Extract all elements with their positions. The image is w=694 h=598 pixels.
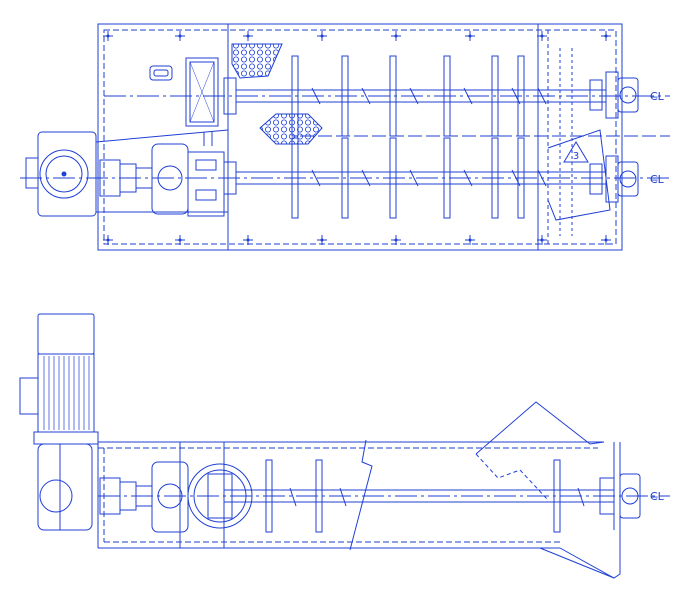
crosshair-mark-icon <box>175 31 185 41</box>
crosshair-mark-icon <box>175 235 185 245</box>
crosshair-mark-icon <box>317 31 327 41</box>
crosshair-mark-icon <box>391 31 401 41</box>
paddle-blade <box>341 55 371 137</box>
paddle-blade <box>291 55 321 137</box>
gearbox-housing-plan <box>151 132 225 217</box>
drive-motor-plan <box>25 129 229 217</box>
inspection-cover-inner <box>189 61 215 123</box>
crosshair-mark-icon <box>465 235 475 245</box>
upper-shaft <box>104 77 670 115</box>
crosshair-mark-icon <box>103 235 113 245</box>
paddles-lower <box>291 137 547 219</box>
end-bearing-lower <box>589 155 639 203</box>
end-bearing-upper <box>589 71 639 119</box>
paddle-blade <box>265 459 297 533</box>
plan-view: 3 C̶L C̶L <box>20 23 670 251</box>
detail-marker-label: 3 <box>573 151 579 162</box>
trough-frame-inner <box>103 29 617 245</box>
paddle-blade <box>389 137 419 219</box>
paddle-blade <box>517 55 547 137</box>
crosshair-mark-icon <box>243 31 253 41</box>
inspection-cover <box>185 57 219 127</box>
paddle-blade <box>389 55 419 137</box>
paddle-blade <box>491 137 521 219</box>
paddle-blade <box>517 137 547 219</box>
outlet-chute-side <box>559 530 621 579</box>
crosshair-mark-icon <box>465 31 475 41</box>
crosshair-mark-icon <box>601 235 611 245</box>
trough-frame-outer <box>97 23 623 251</box>
centerline-symbol-icon: C̶L <box>650 173 665 186</box>
drive-motor-side <box>19 313 99 531</box>
paddles-upper <box>291 55 547 137</box>
crosshair-mark-icon <box>537 235 547 245</box>
paddle-blade <box>443 55 473 137</box>
inlet-hopper <box>475 401 605 455</box>
screen-mesh-center <box>259 113 323 145</box>
end-bearing-side <box>599 473 641 519</box>
crosshair-mark-icon <box>601 31 611 41</box>
outlet-chute-plan <box>547 129 611 221</box>
paddle-blade <box>341 137 371 219</box>
paddle-blade <box>291 137 321 219</box>
lower-shaft <box>20 161 670 195</box>
lifting-handle-inner <box>153 69 169 77</box>
crosshair-mark-icon <box>103 31 113 41</box>
crosshair-mark-icon <box>391 235 401 245</box>
paddle-blade <box>315 459 347 533</box>
screen-mesh-upper <box>231 43 283 79</box>
paddle-blade <box>443 137 473 219</box>
detail-triangle-icon <box>563 141 589 163</box>
coupling-side <box>99 461 189 533</box>
paddles-side <box>265 459 585 533</box>
paddle-blade <box>553 459 585 533</box>
crosshair-mark-icon <box>317 235 327 245</box>
centerline-symbol-icon: C̶L <box>650 90 665 103</box>
crosshair-mark-icon <box>243 235 253 245</box>
mounting-points-bottom <box>103 235 611 245</box>
crosshair-mark-icon <box>537 31 547 41</box>
lifting-handle <box>149 65 173 81</box>
paddle-blade <box>491 55 521 137</box>
side-elevation-view: C̶L <box>19 313 670 579</box>
centerline-symbol-icon: C̶L <box>650 490 665 503</box>
break-line <box>349 439 373 551</box>
mounting-points-top <box>103 31 611 41</box>
